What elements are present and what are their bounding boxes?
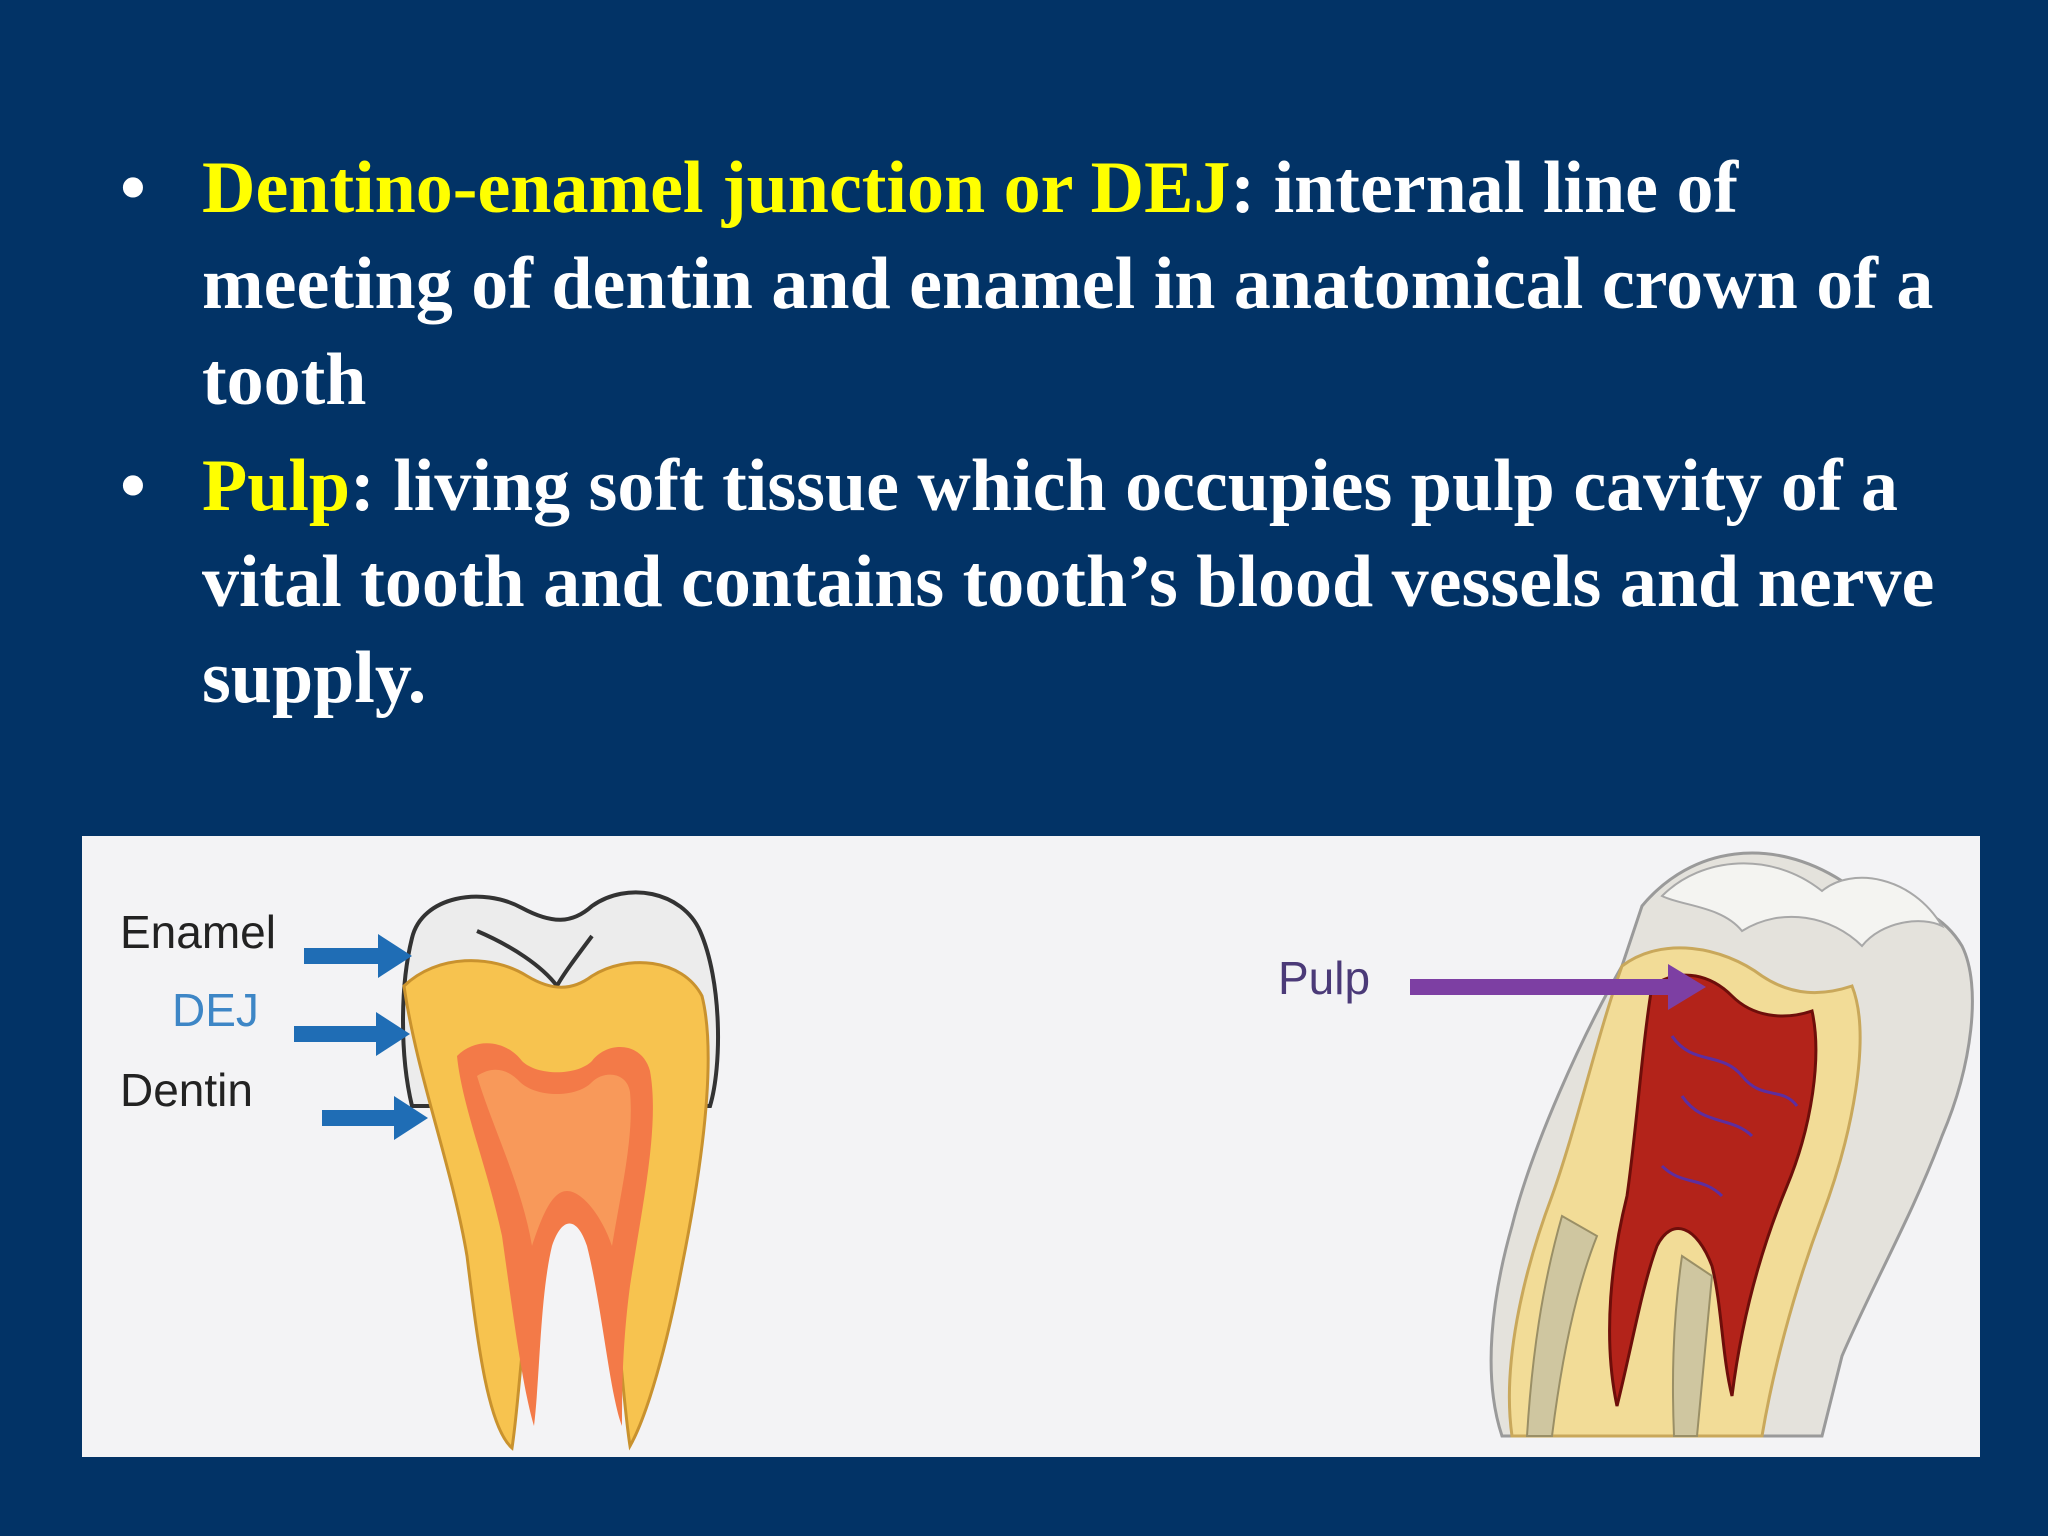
bullet-list: • Dentino-enamel junction or DEJ: intern…	[120, 140, 2000, 736]
crown-cusps	[1660, 862, 1945, 948]
enamel-groove	[476, 929, 594, 988]
molar-pulp	[1608, 973, 1818, 1407]
bullet-marker: •	[120, 147, 146, 229]
label-pulp: Pulp	[1278, 952, 1370, 1004]
definition-dej: : internal line of meeting of dentin and…	[202, 147, 1934, 421]
arrow-enamel	[304, 934, 412, 978]
definition-pulp: : living soft tissue which occupies pulp…	[202, 445, 1935, 719]
label-enamel: Enamel	[120, 906, 276, 958]
bullet-marker: •	[120, 445, 146, 527]
term-dej: Dentino-enamel junction or DEJ	[202, 147, 1231, 229]
label-dej: DEJ	[172, 984, 259, 1036]
pulp-vessels	[1660, 1035, 1799, 1198]
tooth-figure-panel: Enamel DEJ Dentin	[82, 836, 1980, 1457]
arrow-dentin	[322, 1096, 428, 1140]
bullet-dej: • Dentino-enamel junction or DEJ: intern…	[120, 140, 2000, 428]
tooth-diagrams: Enamel DEJ Dentin	[120, 851, 1974, 1451]
arrow-dej	[294, 1012, 410, 1056]
tooth-cross-section: Enamel DEJ Dentin	[120, 890, 721, 1451]
label-dentin: Dentin	[120, 1064, 253, 1116]
arrow-pulp	[1410, 964, 1706, 1010]
molar-roots	[1525, 1214, 1714, 1437]
term-pulp: Pulp	[202, 445, 351, 527]
molar-cutaway: Pulp	[1278, 851, 1974, 1438]
bullet-pulp: • Pulp: living soft tissue which occupie…	[120, 438, 2000, 726]
pulp-core	[477, 1069, 631, 1246]
